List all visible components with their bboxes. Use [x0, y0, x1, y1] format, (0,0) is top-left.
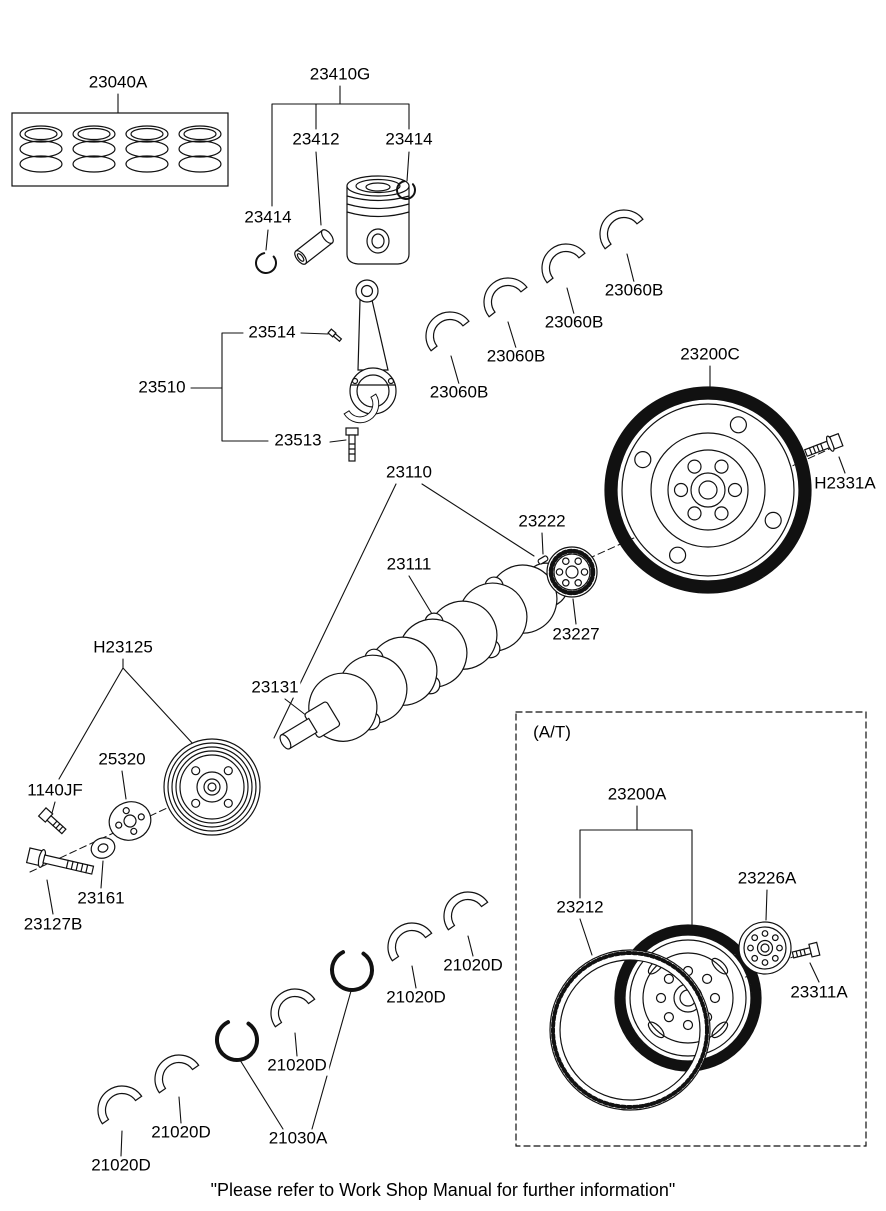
part-label-H2331A: H2331A: [812, 473, 878, 494]
crankshaft-pulley-illustration: [163, 738, 261, 836]
part-label-23131: 23131: [249, 677, 301, 698]
crank-sprocket-illustration: [546, 546, 598, 598]
part-label-23414-1: 23414: [383, 129, 435, 150]
washer-illustration: [90, 837, 116, 859]
flywheel-bolt-illustration: [803, 432, 844, 458]
part-label-23110: 23110: [383, 462, 435, 483]
adapter-plate-illustration: [738, 921, 792, 975]
rod-small-bolt-illustration: [327, 328, 343, 343]
drive-plate-illustration: [614, 924, 762, 1072]
part-label-23200C: 23200C: [678, 344, 742, 365]
ring-gear-illustration: [549, 949, 711, 1111]
part-label-23111: 23111: [384, 554, 434, 575]
thrust-bearing-illustrations: [215, 948, 374, 1062]
crankshaft-illustration: [279, 562, 569, 750]
part-label-23040A: 23040A: [86, 72, 150, 93]
piston-pin-illustration: [294, 229, 334, 265]
part-label-23412: 23412: [290, 129, 342, 150]
flywheel-illustration: [604, 386, 812, 594]
part-label-21020D-3: 21020D: [265, 1055, 329, 1076]
part-label-23513: 23513: [272, 430, 324, 451]
part-label-21020D-2: 21020D: [384, 987, 448, 1008]
crank-flange-illustration: [108, 801, 152, 841]
at-section-label: (A/T): [531, 722, 573, 743]
pulley-bolt-illustration: [25, 847, 95, 875]
part-label-23227: 23227: [550, 624, 602, 645]
footer-note: "Please refer to Work Shop Manual for fu…: [210, 1180, 676, 1200]
part-label-23060B-1: 23060B: [427, 382, 491, 403]
part-label-H23125: H23125: [91, 637, 155, 658]
part-label-23414-2: 23414: [242, 207, 294, 228]
part-label-23212: 23212: [554, 897, 606, 918]
part-label-23060B-3: 23060B: [542, 312, 606, 333]
part-label-21020D-1: 21020D: [441, 955, 505, 976]
part-label-23060B-2: 23060B: [484, 346, 548, 367]
part-label-23222: 23222: [516, 511, 568, 532]
woodruff-key-illustration: [537, 555, 549, 565]
part-label-21020D-5: 21020D: [89, 1155, 153, 1176]
part-label-23311A: 23311A: [788, 982, 850, 1003]
part-label-21030A: 21030A: [266, 1128, 330, 1149]
rod-bolt-illustration: [345, 427, 359, 462]
piston-ring-set-illustration: [11, 112, 229, 187]
part-label-25320: 25320: [96, 749, 148, 770]
part-label-23510: 23510: [136, 377, 188, 398]
part-label-23514: 23514: [246, 322, 298, 343]
part-label-23410G: 23410G: [307, 64, 373, 85]
rod-bearing-shell-illustrations: [415, 199, 644, 352]
part-label-21020D-4: 21020D: [149, 1122, 213, 1143]
connecting-rod-illustration: [343, 279, 397, 431]
piston-illustration: [346, 175, 410, 265]
at-section-box: [515, 711, 867, 1147]
snap-ring-illustrations: [255, 180, 416, 274]
part-label-23200A: 23200A: [605, 784, 669, 805]
part-label-23161: 23161: [75, 888, 127, 909]
part-label-23060B-4: 23060B: [602, 280, 666, 301]
bolt-1140jf-illustration: [37, 807, 67, 835]
part-label-23127B: 23127B: [21, 914, 85, 935]
part-label-23226A: 23226A: [735, 868, 799, 889]
part-label-1140JF: 1140JF: [25, 780, 85, 801]
drive-plate-bolt-illustration: [791, 941, 821, 959]
